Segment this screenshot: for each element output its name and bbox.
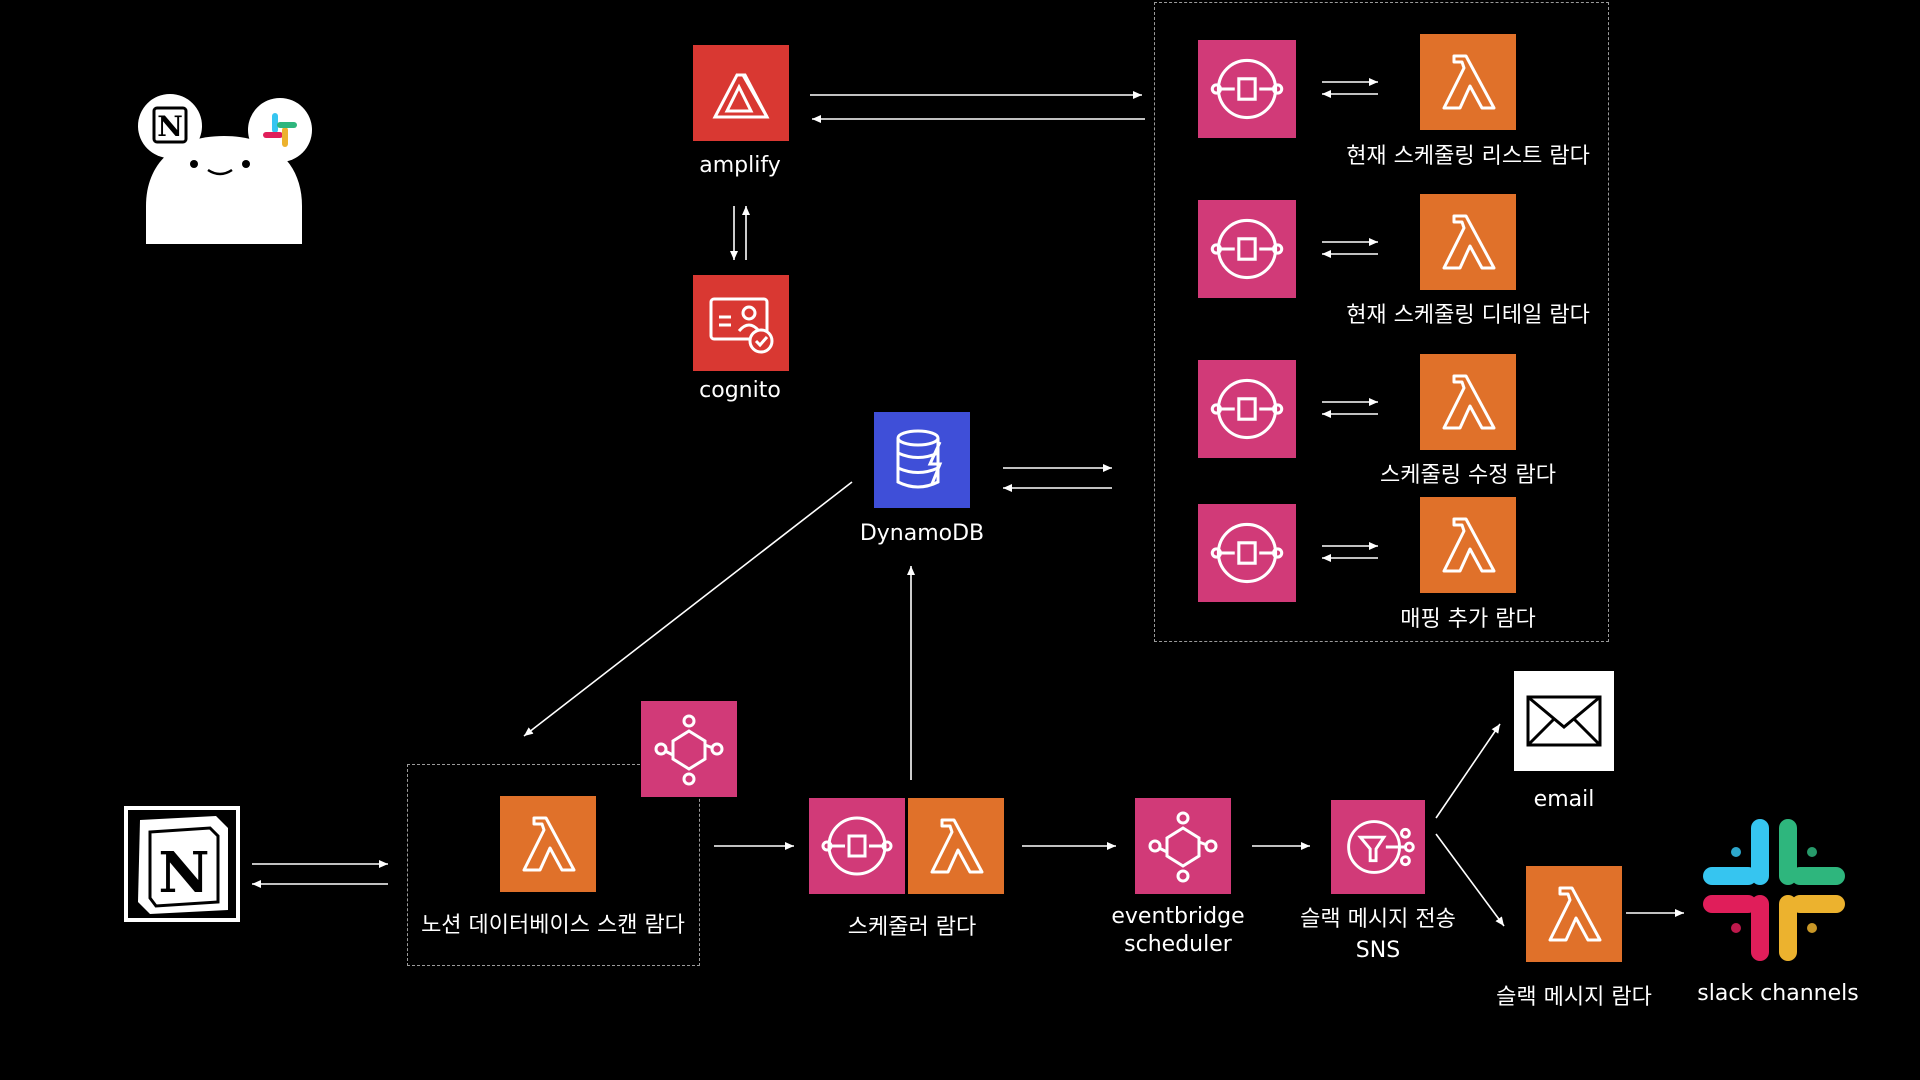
slack-lambda-label: 슬랙 메시지 람다 <box>1496 985 1652 1010</box>
sns-label-line1: 슬랙 메시지 전송 <box>1300 907 1456 932</box>
cognito-icon <box>693 275 789 371</box>
lambda-icon <box>500 796 596 892</box>
eventbridge-icon <box>641 701 737 797</box>
slack-label: slack channels <box>1697 981 1859 1006</box>
dynamodb-label: DynamoDB <box>859 521 985 546</box>
svg-text:N: N <box>158 840 209 906</box>
lambda-icon <box>1420 497 1516 593</box>
lambda-mapping-label: 매핑 추가 람다 <box>1400 607 1536 632</box>
api-gateway-icon <box>809 798 905 894</box>
lambda-icon <box>1420 194 1516 290</box>
api-gateway-icon <box>1198 200 1296 298</box>
api-gateway-icon <box>1198 504 1296 602</box>
lambda-icon <box>1526 866 1622 962</box>
sns-label-line2: SNS <box>1355 938 1401 963</box>
notion-scan-label: 노션 데이터베이스 스캔 람다 <box>421 913 685 938</box>
notion-icon: N <box>124 806 240 922</box>
sns-icon <box>1331 800 1425 894</box>
lambda-list-label: 현재 스케줄링 리스트 람다 <box>1346 144 1590 169</box>
amplify-icon <box>693 45 789 141</box>
eventbridge-icon <box>1135 798 1231 894</box>
dynamodb-icon <box>874 412 970 508</box>
api-gateway-icon <box>1198 360 1296 458</box>
scheduler-lambda-label: 스케줄러 람다 <box>847 915 977 940</box>
email-label: email <box>1533 787 1595 812</box>
mascot-icon: N <box>134 94 314 244</box>
svg-text:N: N <box>157 110 183 143</box>
eventbridge-label-line1: eventbridge <box>1111 904 1245 929</box>
lambda-icon <box>908 798 1004 894</box>
api-lambda-group <box>1154 2 1609 642</box>
lambda-icon <box>1420 354 1516 450</box>
api-gateway-icon <box>1198 40 1296 138</box>
cognito-label: cognito <box>699 378 781 403</box>
lambda-icon <box>1420 34 1516 130</box>
notion-scan-group <box>407 764 700 966</box>
eventbridge-label-line2: scheduler <box>1124 932 1232 957</box>
envelope-icon <box>1514 671 1614 771</box>
lambda-edit-label: 스케줄링 수정 람다 <box>1380 463 1556 488</box>
slack-icon <box>1696 812 1852 968</box>
amplify-label: amplify <box>699 153 781 178</box>
lambda-detail-label: 현재 스케줄링 디테일 람다 <box>1346 303 1590 328</box>
